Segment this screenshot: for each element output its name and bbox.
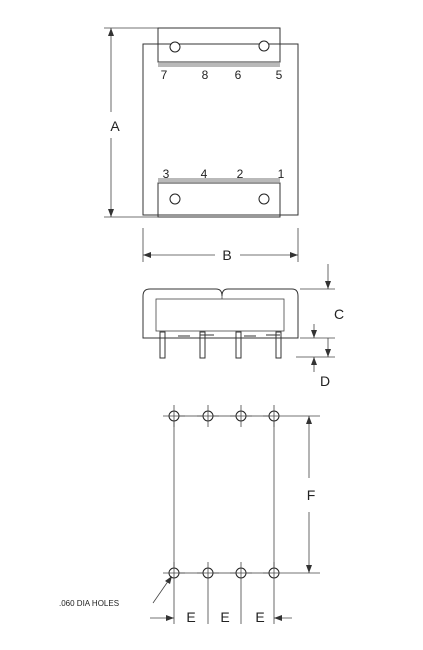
pin-label: 6 — [235, 68, 242, 82]
dimension-label-e: E — [220, 609, 229, 625]
holes-note: .060 DIA HOLES — [59, 599, 119, 608]
bottom-bracket — [157, 182, 281, 218]
dimension-label-c: C — [334, 306, 344, 322]
core-body — [142, 43, 299, 216]
pin-label: 7 — [161, 68, 168, 82]
side-pin — [159, 331, 166, 359]
top-bracket — [157, 27, 281, 63]
side-inner — [155, 298, 285, 332]
pin-label: 8 — [202, 68, 209, 82]
side-pin — [199, 331, 206, 359]
mount-hole-icon — [258, 193, 270, 205]
dimension-label-b: B — [222, 247, 231, 263]
side-body — [142, 288, 299, 339]
dimension-label-d: D — [320, 373, 330, 389]
bobbin-tabs — [178, 334, 280, 337]
pcb-footprint: F E E E .060 DIA HOLES — [59, 405, 320, 625]
mount-hole-icon — [258, 40, 270, 52]
dimension-a: A — [104, 27, 158, 218]
dimension-label-e: E — [255, 609, 264, 625]
pin-label: 2 — [237, 167, 244, 181]
pin-label: 1 — [278, 167, 285, 181]
dimension-label-f: F — [307, 487, 316, 503]
side-pin — [275, 331, 282, 359]
mount-hole-icon — [169, 41, 181, 53]
pin-label: 4 — [201, 167, 208, 181]
dimension-label-e: E — [186, 609, 195, 625]
dimension-d: D — [296, 338, 335, 389]
pin-label: 3 — [163, 167, 170, 181]
dimension-b: B — [142, 228, 299, 263]
dimension-f: F — [285, 415, 320, 574]
pin-label: 5 — [276, 68, 283, 82]
top-view: 7 8 6 5 3 4 2 1 A B — [104, 27, 299, 263]
side-view: C D — [142, 264, 344, 389]
dimension-label-a: A — [110, 118, 120, 134]
mount-hole-icon — [169, 193, 181, 205]
footprint-outline — [173, 415, 275, 574]
dimension-e: E E E — [150, 584, 292, 625]
dimension-c: C — [300, 264, 344, 339]
holes-leader — [152, 576, 172, 604]
side-pin — [235, 331, 242, 359]
